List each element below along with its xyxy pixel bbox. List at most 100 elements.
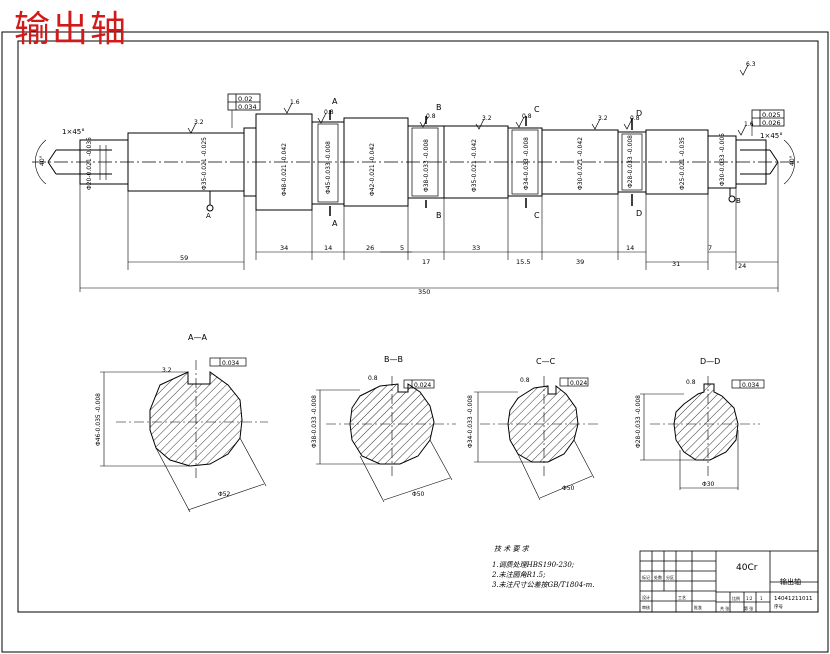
roughness-label-5: 3.2 xyxy=(482,115,492,122)
diameter-2: Φ35-0.021 -0.025 xyxy=(201,137,208,190)
roughness-label-1: 3.2 xyxy=(194,119,204,126)
roughness-label-8: 0.8 xyxy=(630,115,640,122)
section-aa-roughness: 3.2 xyxy=(162,367,172,374)
title-block-cell-10: 1 xyxy=(760,596,763,601)
center-angle-right: 40° xyxy=(789,155,796,166)
section-view-dd xyxy=(640,376,765,490)
section-aa-diameter: Φ46-0.035 -0.008 xyxy=(95,393,102,446)
roughness-label-9: 1.6 xyxy=(744,121,754,128)
section-cc-diameter: Φ34-0.033 -0.008 xyxy=(467,395,474,448)
roughness-label-7: 3.2 xyxy=(598,115,608,122)
section-bb-roughness: 0.8 xyxy=(368,375,378,382)
diameter-6: Φ38-0.033 -0.008 xyxy=(423,139,430,192)
diameter-10: Φ28-0.033 -0.008 xyxy=(627,135,634,188)
title-block-cell-6: 工艺 xyxy=(678,595,686,600)
section-title-dd: D—D xyxy=(700,357,720,366)
section-dd-roughness: 0.8 xyxy=(686,379,696,386)
tol-frame-right-a: 0.025 xyxy=(762,111,781,119)
diameter-4: Φ45-0.033 -0.008 xyxy=(325,141,332,194)
section-title-bb: B—B xyxy=(384,355,403,364)
diameter-9: Φ30-0.021 -0.042 xyxy=(577,137,584,190)
chamfer-left: 1×45° xyxy=(62,128,85,136)
tol-frame-right-b: 0.026 xyxy=(762,119,781,127)
title-block-drawing-no: 14041211011 xyxy=(774,596,813,602)
dim-l10: 14 xyxy=(626,244,634,252)
title-block xyxy=(639,550,819,613)
diameter-8: Φ34-0.033 -0.008 xyxy=(523,137,530,190)
section-dd-diameter: Φ28-0.033 -0.008 xyxy=(635,395,642,448)
section-bb-diameter: Φ38-0.033 -0.008 xyxy=(311,395,318,448)
dim-l9: 39 xyxy=(576,258,584,266)
section-bb-width: Φ50 xyxy=(412,491,425,498)
dim-total: 350 xyxy=(418,288,430,296)
title-block-material: 40Cr xyxy=(736,563,758,573)
chamfer-right: 1×45° xyxy=(760,132,783,140)
section-cc-width: Φ50 xyxy=(562,485,575,492)
datum-b-label: B xyxy=(736,197,741,205)
section-aa-width: Φ52 xyxy=(218,491,231,498)
tech-req-line-1: 1.调质处理HBS190-230; xyxy=(492,561,574,569)
drawing-title: 输出轴 xyxy=(14,9,129,50)
title-block-cell-7: 比例 xyxy=(732,595,740,601)
datum-a-label: A xyxy=(206,212,211,220)
section-title-aa: A—A xyxy=(188,333,207,342)
shaft-main-view xyxy=(32,110,800,292)
dim-l6: 17 xyxy=(422,258,430,266)
section-mark-b-bottom: B xyxy=(436,211,442,220)
section-cc-tol: 0.024 xyxy=(570,380,587,387)
tolerance-frame-left xyxy=(227,93,261,111)
tech-req-line-3: 3.未注尺寸公差按GB/T1804-m. xyxy=(492,581,594,589)
section-view-cc xyxy=(474,376,600,501)
title-block-cell-9: 第 张 xyxy=(744,605,753,611)
drawing-frame xyxy=(17,40,819,613)
section-mark-d-top: D xyxy=(636,109,642,118)
section-mark-c-bottom: C xyxy=(534,211,540,220)
roughness-label-4: 0.8 xyxy=(426,113,436,120)
tol-frame-left-b: 0.034 xyxy=(238,103,257,111)
title-block-cell-11: 1:2 xyxy=(746,596,753,601)
dim-l12: 7 xyxy=(708,244,712,252)
center-angle-left: 40° xyxy=(39,155,46,166)
section-mark-d-bottom: D xyxy=(636,209,642,218)
section-dd-width: Φ30 xyxy=(702,481,715,488)
diameter-11: Φ25-0.021 -0.035 xyxy=(679,137,686,190)
title-block-cell-1: 标记 xyxy=(642,574,650,580)
roughness-label-general: 6.3 xyxy=(746,61,756,68)
title-block-cell-4: 设计 xyxy=(642,594,650,600)
dim-l11: 31 xyxy=(672,260,680,268)
section-mark-a-bottom: A xyxy=(332,219,338,228)
title-block-cell-8: 共 张 xyxy=(720,605,729,611)
section-view-aa xyxy=(100,357,268,513)
dim-l13: 24 xyxy=(738,262,746,270)
dim-l4: 26 xyxy=(366,244,374,252)
title-block-cell-12: 批准 xyxy=(694,604,702,610)
dim-l2: 34 xyxy=(280,244,288,252)
roughness-label-6: 0.8 xyxy=(522,113,532,120)
dim-l3: 14 xyxy=(324,244,332,252)
tolerance-frame-right xyxy=(751,109,785,127)
section-mark-c-top: C xyxy=(534,105,540,114)
section-bb-tol: 0.024 xyxy=(414,382,431,389)
section-dd-tol: 0.034 xyxy=(742,382,759,389)
diameter-5: Φ42-0.021 -0.042 xyxy=(369,143,376,196)
tech-req-heading: 技 术 要 求 xyxy=(494,545,530,553)
dim-l1: 59 xyxy=(180,254,188,262)
roughness-symbols xyxy=(187,64,749,136)
section-mark-a-top: A xyxy=(332,97,338,106)
dim-l8: 15.5 xyxy=(516,258,530,266)
tech-req-line-2: 2.未注圆角R1.5; xyxy=(491,571,545,579)
section-title-cc: C—C xyxy=(536,357,556,366)
title-block-part-name: 输出轴 xyxy=(780,577,801,586)
title-block-code: 序号 xyxy=(774,603,783,610)
title-block-cell-5: 审核 xyxy=(642,604,650,610)
diameter-3: Φ48-0.021 -0.042 xyxy=(281,143,288,196)
dim-l5: 5 xyxy=(400,244,404,252)
diameter-12: Φ30-0.033 -0.005 xyxy=(719,133,726,186)
section-aa-tol: 0.034 xyxy=(222,360,239,367)
section-view-bb xyxy=(316,376,456,503)
dim-l7: 33 xyxy=(472,244,480,252)
sheet-border xyxy=(1,31,829,653)
section-cc-roughness: 0.8 xyxy=(520,377,530,384)
tol-frame-left-a: 0.02 xyxy=(238,95,252,103)
